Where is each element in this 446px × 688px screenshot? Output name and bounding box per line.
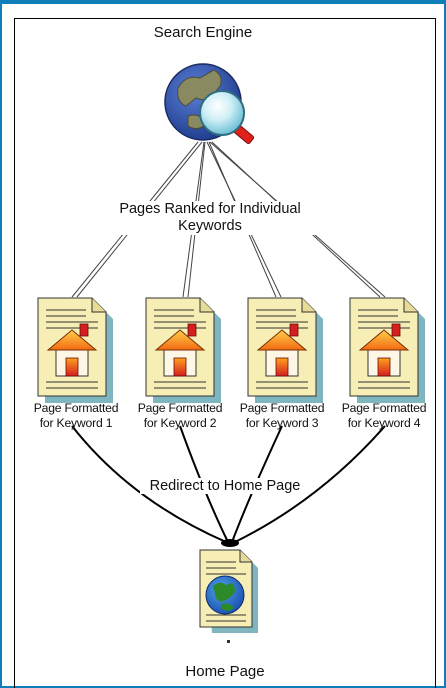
magnifier-icon [199,90,255,145]
redirect-from-page-4 [234,425,386,543]
page-caption-1: Page Formatted for Keyword 1 [24,401,128,431]
pages-ranked-label: Pages Ranked for Individual Keywords [100,201,320,235]
page-caption-2-line-2: for Keyword 2 [143,416,217,430]
redirect-junction [221,539,239,547]
keyword-pages [37,297,425,403]
page-caption-4-line-1: Page Formatted [341,401,427,415]
top-accent-bar [0,0,446,4]
home-page-globe-icon [205,575,245,615]
diagram-border [14,18,436,688]
page-caption-3: Page Formatted for Keyword 3 [230,401,334,431]
chimney [391,323,401,337]
keyword-page-4-icon [349,297,425,403]
keyword-page-3-icon [247,297,323,403]
redirect-from-page-1 [71,425,227,543]
search-engine-label: Search Engine [153,24,253,41]
page-caption-3-line-2: for Keyword 3 [245,416,319,430]
home-marker [227,640,230,643]
page-caption-1-line-1: Page Formatted [33,401,119,415]
chimney [187,323,197,337]
redirect-label: Redirect to Home Page [140,478,310,494]
home-page-label: Home Page [185,663,265,680]
keyword-page-1-icon [37,297,113,403]
chimney [79,323,89,337]
page-caption-2: Page Formatted for Keyword 2 [128,401,232,431]
page-caption-3-line-1: Page Formatted [239,401,325,415]
page-caption-4-line-2: for Keyword 4 [347,416,421,430]
page-caption-4: Page Formatted for Keyword 4 [332,401,436,431]
page-caption-2-line-1: Page Formatted [137,401,223,415]
pages-ranked-line-2: Keywords [178,218,242,234]
chimney [289,323,299,337]
page-caption-1-line-2: for Keyword 1 [39,416,113,430]
keyword-page-2-icon [145,297,221,403]
pages-ranked-line-1: Pages Ranked for Individual [119,201,301,217]
